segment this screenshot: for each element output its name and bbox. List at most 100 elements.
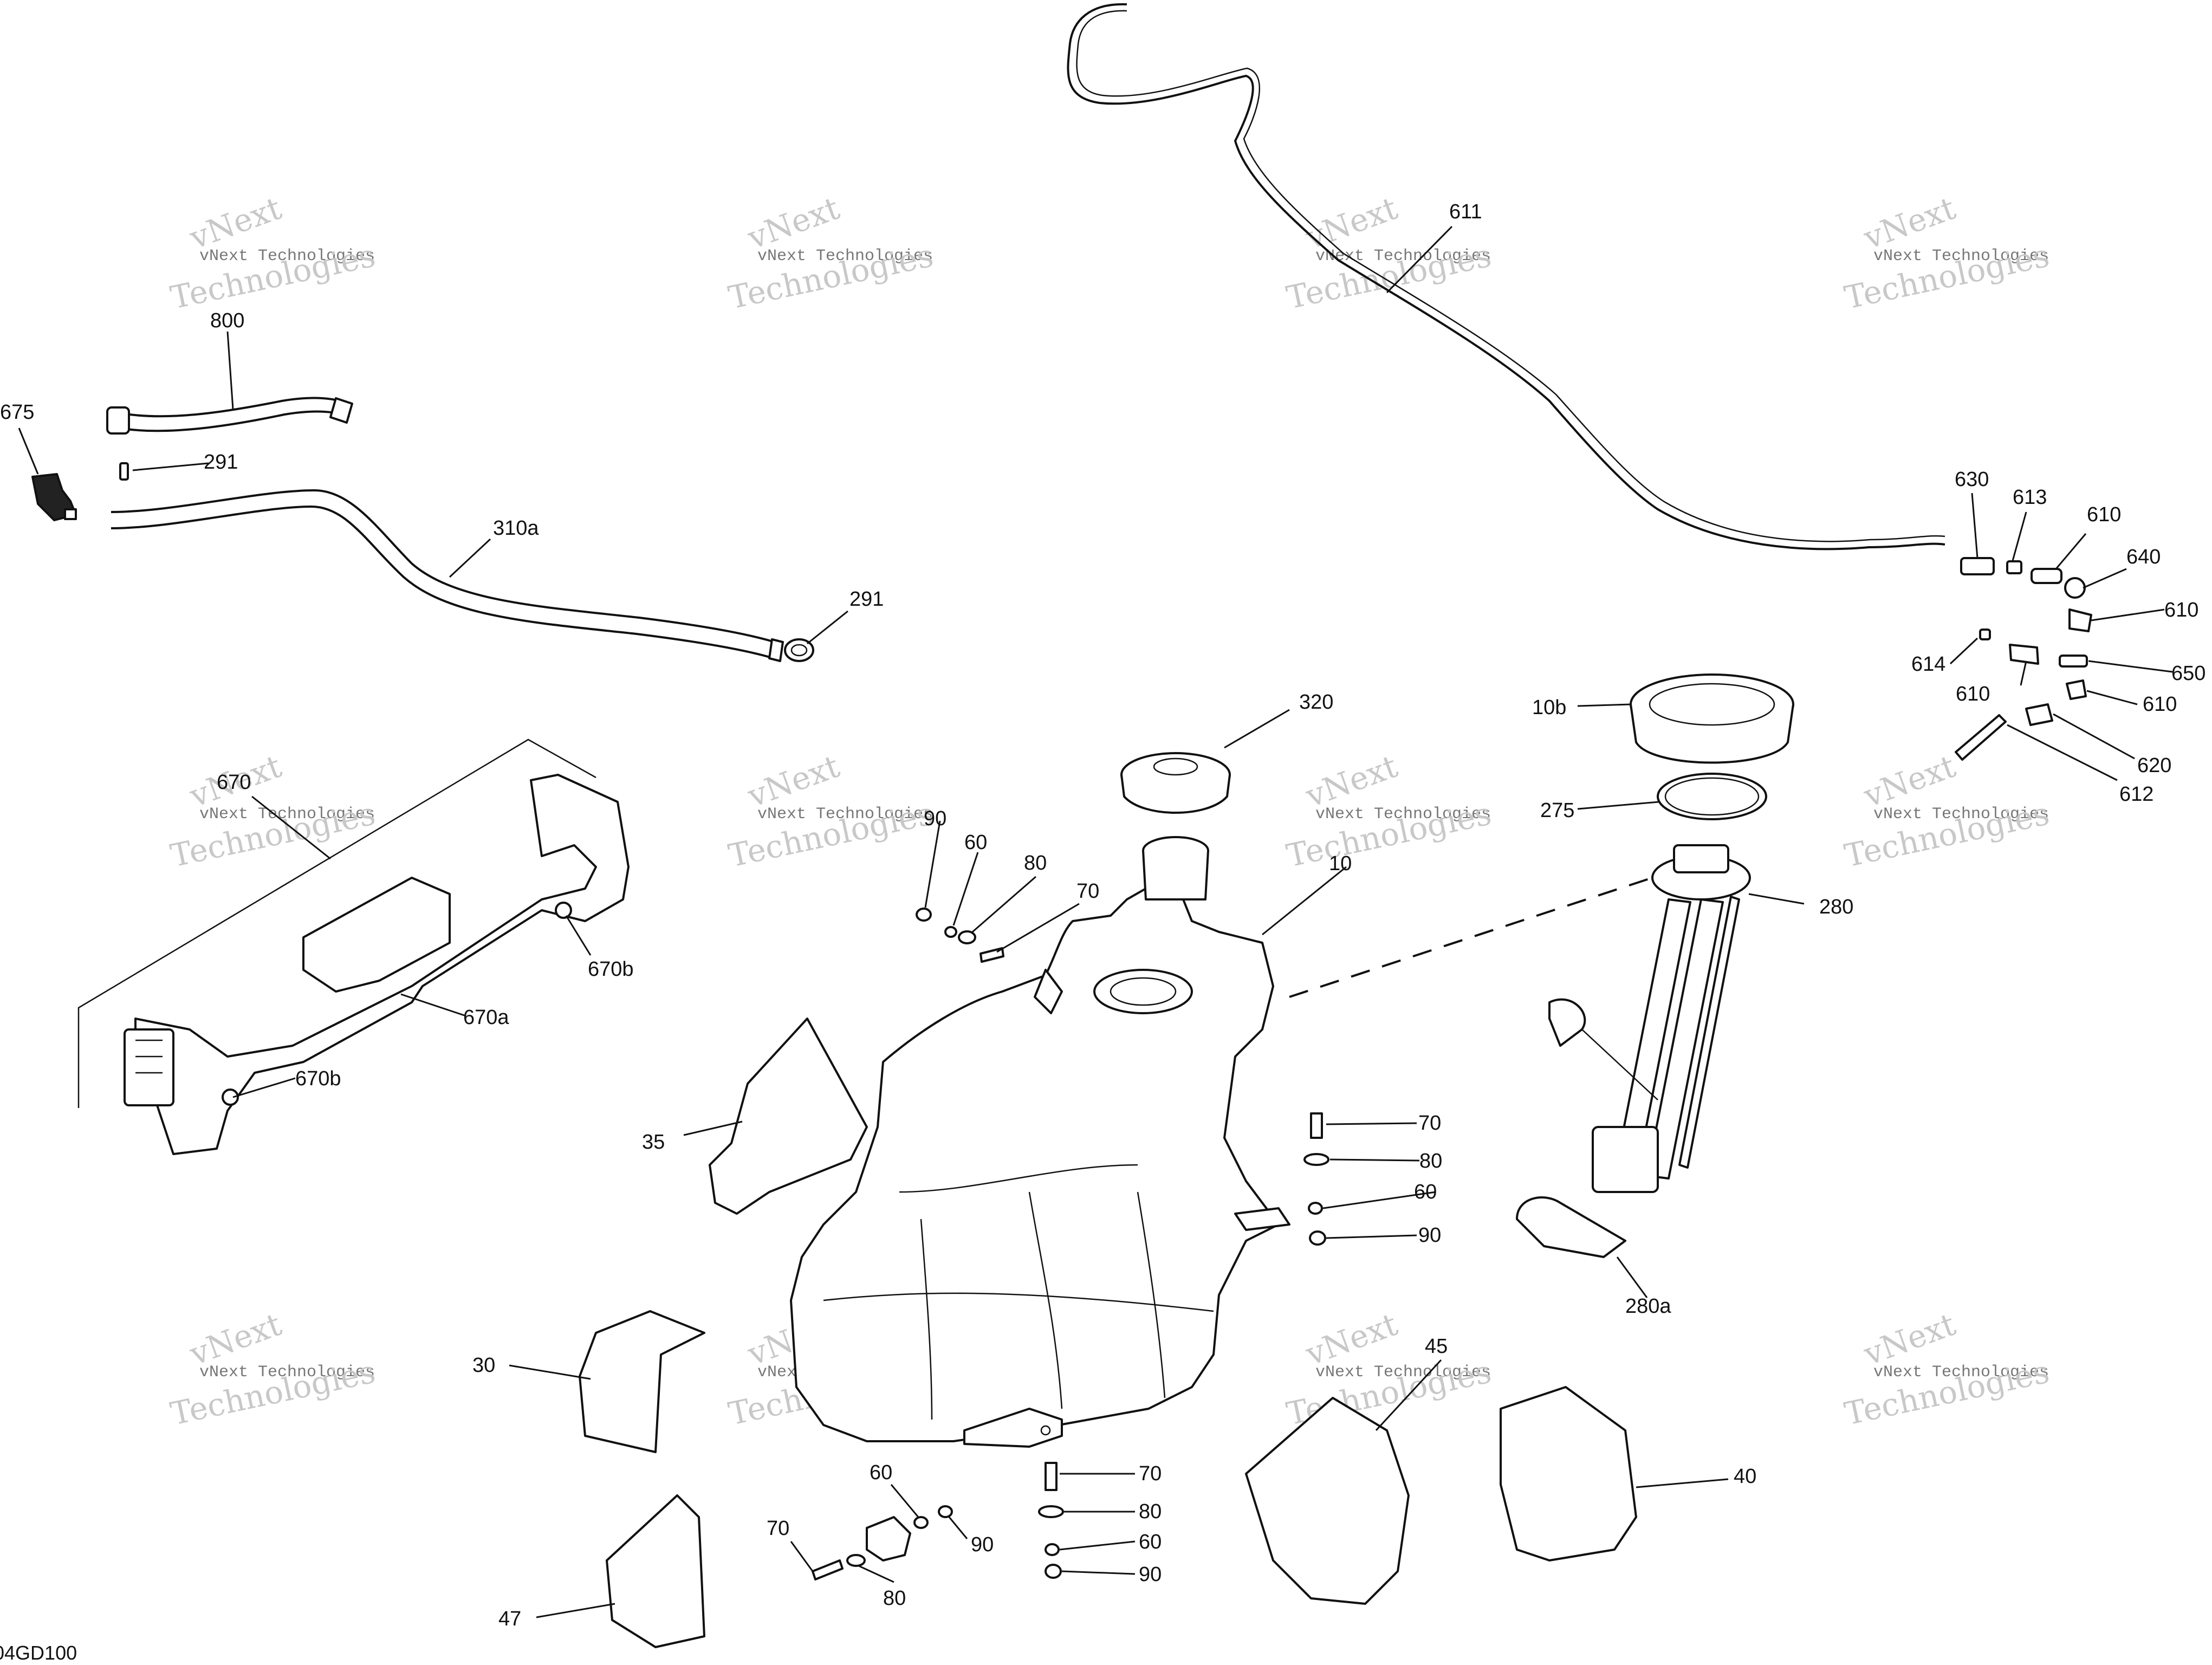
callout-label: 670 [217,771,251,794]
figure-id: 04GD100 [0,1642,77,1664]
callout-label: 620 [2137,754,2171,777]
callout-label: 60 [964,831,987,854]
callout-label: 80 [1139,1500,1162,1523]
hardware-stack-upper [916,908,1004,963]
fuel-pump-280 [1548,844,1751,1193]
callout-label: 310a [493,517,539,540]
cover-40 [1500,1386,1637,1562]
callout-label: 60 [1139,1531,1162,1553]
callout-label: 80 [1024,852,1047,874]
callout-label: 35 [642,1131,665,1154]
watermark: vNext vNext Technologies Technologies [1841,748,2053,874]
assembly-guide-line [1289,877,1653,998]
callout-label: 670b [588,958,634,981]
callout-label: 80 [883,1587,906,1610]
fuel-tank-10 [790,836,1290,1448]
hose-clamp-291 [784,638,814,662]
svg-text:vNext Technologies: vNext Technologies [1873,247,2049,265]
watermark: vNext vNext Technologies Technologies [167,190,379,316]
callout-label: 614 [1911,653,1945,676]
svg-text:vNext Technologies: vNext Technologies [1873,1363,2049,1382]
svg-text:vNext Technologies: vNext Technologies [1315,805,1491,824]
hose-800 [106,397,353,435]
svg-text:vNext: vNext [185,190,287,257]
svg-text:vNext: vNext [1301,190,1403,257]
callout-label: 47 [498,1608,521,1630]
callout-label: 40 [1734,1465,1756,1488]
shield-35 [709,1018,868,1215]
callout-label: 675 [0,401,34,424]
callout-label: 275 [1540,799,1574,822]
svg-text:vNext: vNext [1859,1306,1961,1373]
callout-label: 613 [2013,486,2047,509]
vent-line-611 [1067,3,1945,550]
callout-label: 90 [1139,1563,1162,1586]
watermark: vNext vNext Technologies Technologies [167,1306,379,1433]
callout-label: 611 [1449,200,1482,223]
callout-label: 800 [210,309,244,332]
svg-text:vNext: vNext [1301,748,1403,815]
lock-ring-10b [1630,673,1794,764]
callout-label: 70 [767,1517,789,1540]
vent-line-611-inner [1076,10,1945,542]
svg-text:vNext Technologies: vNext Technologies [1873,805,2049,824]
callout-label: 60 [1414,1181,1437,1203]
callout-label: 280a [1625,1295,1671,1318]
callout-label: 291 [204,451,238,474]
elbow-fitting-675 [31,473,77,521]
fuel-filter-280a [1516,1196,1626,1258]
callout-label: 70 [1139,1462,1162,1485]
callout-label: 320 [1299,691,1333,714]
callout-label: 10b [1532,696,1566,719]
callout-label: 280 [1819,896,1853,918]
callout-label: 291 [849,588,884,611]
callout-label: 630 [1955,468,1989,491]
watermark: vNext vNext Technologies Technologies [1841,1306,2053,1433]
callout-label: 70 [1418,1112,1441,1135]
svg-text:vNext: vNext [743,748,845,815]
callout-label: 640 [2126,546,2161,568]
callout-label: 610 [1956,683,1990,705]
callout-label: 70 [1076,880,1099,903]
shield-47 [606,1494,705,1648]
callout-label: 670b [295,1067,341,1090]
parts-layer [31,3,2092,1648]
callout-labels: 611 800 675 291 310a 291 630 613 610 640… [0,200,2205,1630]
svg-text:vNext: vNext [185,1306,287,1373]
callout-label: 612 [2119,783,2153,806]
svg-text:vNext Technologies: vNext Technologies [757,805,933,824]
hardware-stack-lower-left [812,1505,953,1580]
watermark: vNext vNext Technologies Technologies [1283,748,1495,874]
seal-ring-275 [1657,773,1767,820]
svg-text:vNext Technologies: vNext Technologies [1315,247,1491,265]
svg-text:vNext Technologies: vNext Technologies [199,1363,375,1382]
hardware-stack-right [1303,1112,1329,1246]
callout-label: 610 [2087,503,2121,526]
svg-text:vNext: vNext [1859,748,1961,815]
watermark: vNext vNext Technologies Technologies [1841,190,2053,316]
svg-text:vNext Technologies: vNext Technologies [199,805,375,824]
watermark: vNext vNext Technologies Technologies [725,748,937,874]
vent-fittings-cluster [1955,557,2092,761]
callout-label: 60 [870,1461,892,1484]
watermark: vNext vNext Technologies Technologies [725,190,937,316]
callout-label: 90 [971,1533,994,1556]
callout-label: 610 [2143,693,2177,716]
leader-lines [18,225,2173,1618]
shield-45 [1245,1397,1410,1605]
hose-310a [111,489,784,662]
callout-label: 45 [1425,1335,1448,1358]
callout-label: 90 [1418,1224,1441,1247]
fuel-cap-320 [1120,752,1231,814]
svg-text:vNext: vNext [1859,190,1961,257]
callout-label: 650 [2171,662,2205,685]
callout-label: 80 [1419,1150,1442,1172]
hardware-stack-bottom [1038,1462,1064,1579]
callout-label: 30 [472,1354,495,1377]
svg-text:vNext: vNext [743,190,845,257]
watermark: vNext vNext Technologies Technologies [167,748,379,874]
svg-text:vNext: vNext [1301,1306,1403,1373]
callout-label: 10 [1329,852,1352,875]
bracket-assembly-670 [77,738,630,1155]
